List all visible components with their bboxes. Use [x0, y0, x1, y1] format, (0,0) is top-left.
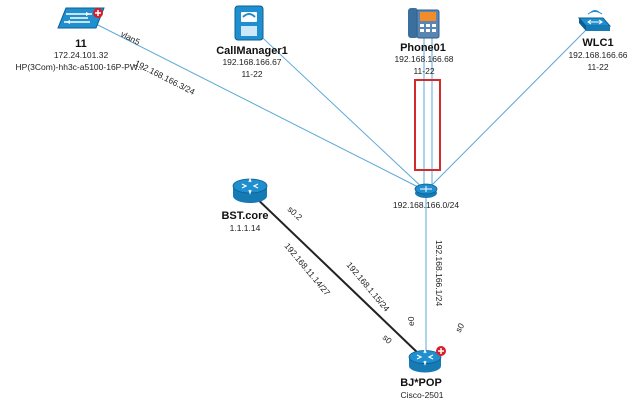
link-label-bst-port: s0.2: [286, 204, 305, 222]
router-hub-icon: [414, 183, 438, 198]
node-ip: 192.168.166.67: [222, 57, 281, 67]
link-label-vlan: vlan5: [119, 29, 142, 47]
node-title: CallManager1: [216, 45, 288, 57]
alert-badge-icon: [93, 8, 103, 18]
link-label-bj-port-s0: s0: [381, 332, 395, 346]
router-icon: [232, 177, 268, 203]
node-title: Phone01: [400, 42, 446, 54]
node-title: BST.core: [221, 210, 268, 222]
link-switch11-subnet[interactable]: [91, 21, 427, 192]
link-label-bj-port-e0: e0: [406, 316, 416, 326]
callmanager-icon: [234, 5, 264, 41]
subnet-label: 192.168.166.0/24: [393, 200, 459, 210]
switch-icon: [57, 7, 105, 29]
node-subnet-192-168-166-0[interactable]: 192.168.166.0/24: [393, 183, 459, 210]
links: [91, 21, 593, 358]
node-phone01[interactable]: Phone01 192.168.166.68 11-22: [394, 8, 454, 76]
node-port: 11-22: [241, 69, 262, 79]
node-callmanager1[interactable]: CallManager1 192.168.166.67 11-22: [216, 5, 288, 79]
node-title: BJ*POP: [400, 377, 442, 389]
link-wlc-subnet[interactable]: [425, 23, 593, 192]
wireless-controller-icon: [577, 10, 612, 31]
node-wlc1[interactable]: WLC1 192.168.166.66 11-22: [568, 10, 628, 73]
node-ip: 192.168.166.68: [394, 54, 453, 64]
node-bj-pop[interactable]: BJ*POP Cisco-2501: [400, 346, 446, 400]
node-ip: 192.168.166.66: [568, 50, 627, 60]
selection-highlight-box: [414, 79, 441, 171]
link-label-bj-subnet: 192.168.166.1/24: [434, 240, 444, 306]
link-label-bst-bj-a: 192.168.11.14/27: [282, 241, 332, 298]
alert-badge-icon: [436, 346, 446, 356]
link-labels: vlan5 192.168.166.3/24 s0.2 192.168.11.1…: [119, 29, 466, 346]
node-bst-core[interactable]: BST.core 1.1.1.14: [221, 177, 269, 233]
node-port: 11-22: [413, 66, 434, 76]
router-icon: [408, 348, 442, 373]
ip-phone-icon: [408, 8, 440, 39]
node-port: 11-22: [587, 62, 608, 72]
node-title: 11: [75, 38, 87, 50]
node-title: WLC1: [582, 37, 613, 49]
node-ip: 1.1.1.14: [230, 223, 261, 233]
link-bst-bjpop[interactable]: [249, 191, 421, 356]
link-callmanager-subnet[interactable]: [249, 25, 427, 192]
node-model: HP(3Com)-hh3c-a5100-16P-PW...: [16, 62, 145, 72]
link-label-bj-port-s0b: s0: [453, 321, 466, 334]
node-switch-11[interactable]: 11 172.24.101.32 HP(3Com)-hh3c-a5100-16P…: [16, 7, 145, 72]
node-ip: 172.24.101.32: [54, 50, 109, 60]
node-model: Cisco-2501: [401, 390, 444, 400]
